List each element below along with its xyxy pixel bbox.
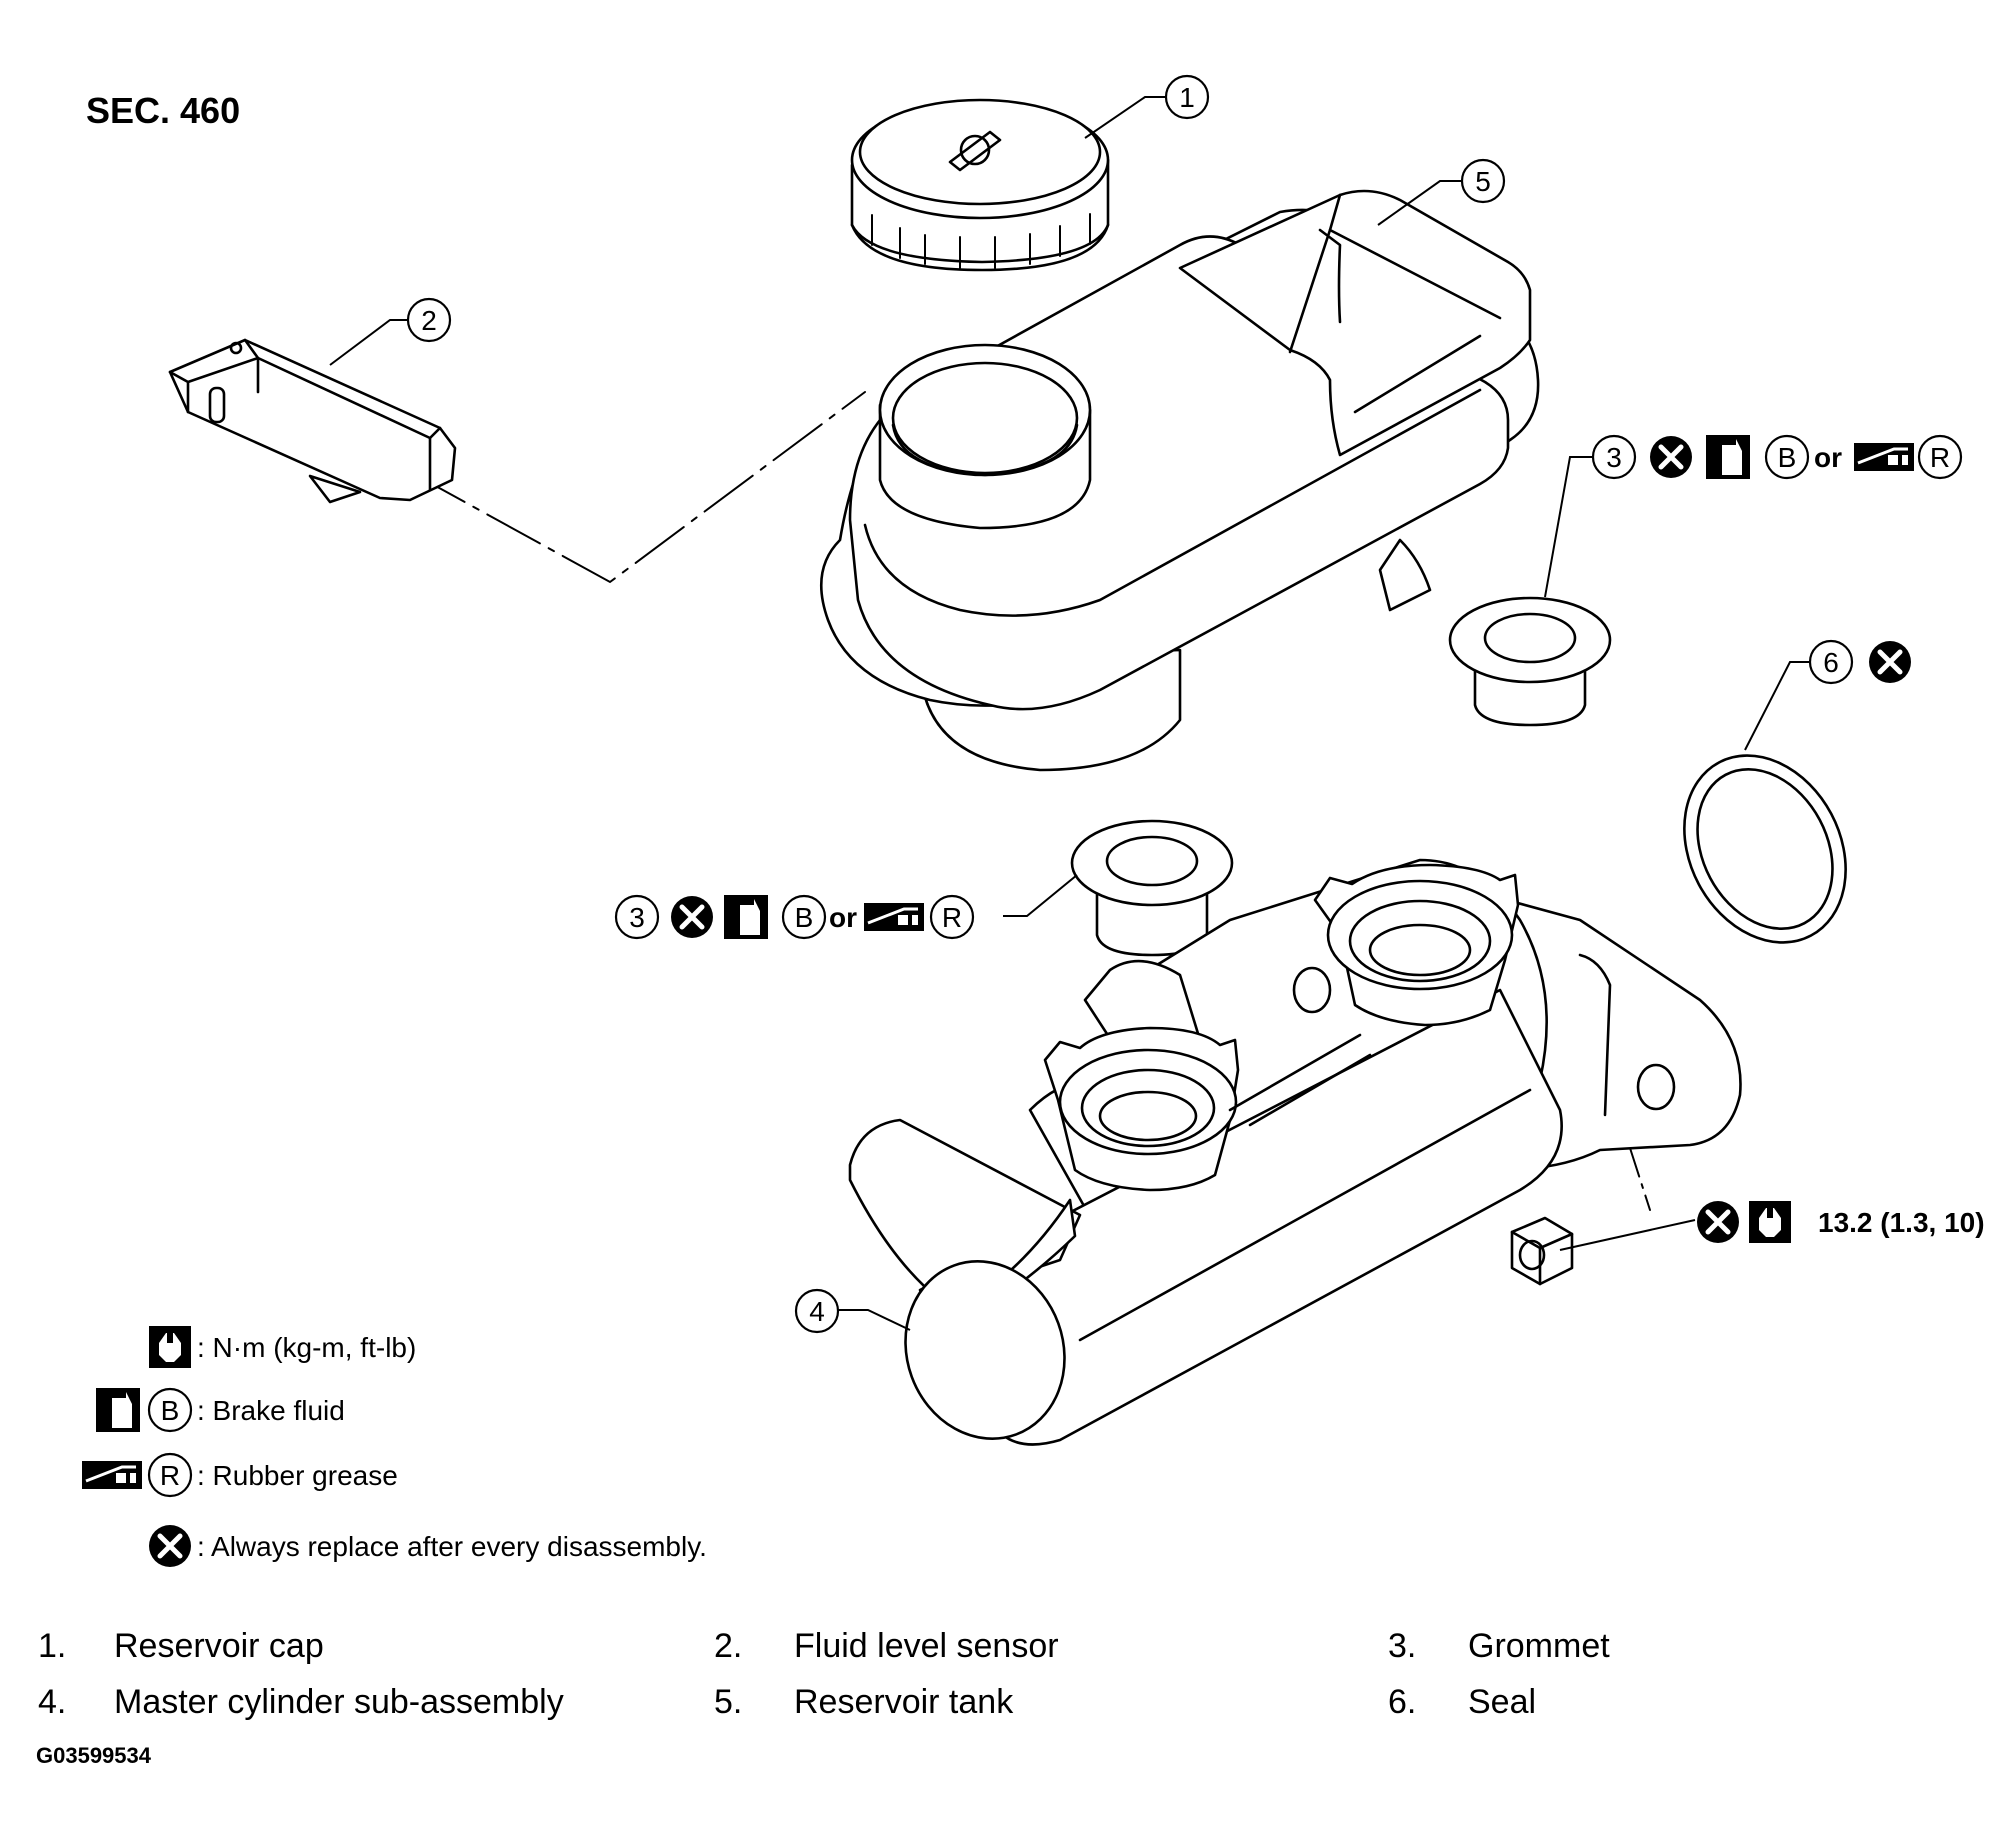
svg-text:1: 1 (1179, 82, 1195, 113)
parts-list-item: 6. Seal (1388, 1683, 1536, 1721)
legend-item-rubber-grease: R : Rubber grease (80, 1452, 398, 1498)
callout-1: 1 (1164, 74, 1210, 120)
svg-text:Grommet: Grommet (1468, 1627, 1610, 1665)
always-replace-icon (1650, 436, 1692, 478)
svg-text:1.: 1. (38, 1627, 66, 1665)
reservoir-cap-drawing (850, 98, 1110, 272)
svg-text:R: R (942, 902, 962, 933)
svg-text:Reservoir cap: Reservoir cap (114, 1627, 324, 1665)
svg-text:: Always replace after every d: : Always replace after every disassembly… (197, 1531, 707, 1562)
svg-text:5.: 5. (714, 1683, 742, 1721)
rubber-grease-icon (1852, 441, 1916, 473)
svg-text:6.: 6. (1388, 1683, 1416, 1721)
fluid-level-sensor-drawing (168, 338, 457, 504)
master-cylinder-drawing (848, 858, 1742, 1446)
torque-wrench-icon (149, 1326, 191, 1368)
section-label: SEC. 460 (86, 90, 240, 131)
svg-text:6: 6 (1823, 647, 1839, 678)
rubber-grease-icon (862, 901, 926, 933)
torque-wrench-icon (1749, 1201, 1791, 1243)
svg-text:or: or (829, 902, 857, 933)
svg-text:2: 2 (421, 305, 437, 336)
brake-fluid-icon (96, 1388, 140, 1432)
grommet-lower-drawing (1070, 819, 1234, 957)
callout-6: 6 (1808, 639, 1854, 685)
svg-text:3: 3 (1606, 442, 1622, 473)
svg-text:R: R (1930, 442, 1950, 473)
svg-text:B: B (161, 1395, 180, 1426)
svg-text:: Rubber grease: : Rubber grease (197, 1460, 398, 1491)
svg-text:B: B (1778, 442, 1797, 473)
torque-value: 13.2 (1.3, 10) (1818, 1207, 1985, 1238)
figure-code: G03599534 (36, 1743, 152, 1768)
torque-spec-callout: 13.2 (1.3, 10) (1697, 1201, 1985, 1243)
grommet-upper-drawing (1448, 596, 1612, 727)
svg-text:Master cylinder sub-assembly: Master cylinder sub-assembly (114, 1683, 564, 1721)
legend-item-torque: : N·m (kg-m, ft-lb) (149, 1326, 416, 1368)
svg-text:: N·m (kg-m, ft-lb): : N·m (kg-m, ft-lb) (197, 1332, 416, 1363)
svg-text:3.: 3. (1388, 1627, 1416, 1665)
callout-3-left-spec: 3 B or R (614, 895, 975, 939)
parts-list-item: 3. Grommet (1388, 1627, 1610, 1665)
parts-list-item: 4. Master cylinder sub-assembly (38, 1683, 564, 1721)
reservoir-tank-drawing (819, 189, 1540, 772)
callout-3-upper-spec: 3 B or R (1591, 435, 1963, 479)
callout-2: 2 (406, 297, 452, 343)
svg-text:3: 3 (629, 902, 645, 933)
svg-text:R: R (160, 1460, 180, 1491)
parts-list: 1. Reservoir cap 2. Fluid level sensor 3… (38, 1627, 1610, 1721)
always-replace-icon (149, 1525, 191, 1567)
always-replace-icon (1697, 1201, 1739, 1243)
parts-list-item: 2. Fluid level sensor (714, 1627, 1059, 1665)
legend-item-brake-fluid: B : Brake fluid (96, 1387, 345, 1433)
svg-text:: Brake fluid: : Brake fluid (197, 1395, 345, 1426)
always-replace-icon (671, 896, 713, 938)
mounting-nut-drawing (1510, 1216, 1574, 1286)
parts-list-item: 1. Reservoir cap (38, 1627, 324, 1665)
brake-fluid-icon (724, 895, 768, 939)
always-replace-icon (1869, 641, 1911, 683)
assembly-guide-lines (411, 391, 1651, 1211)
brake-fluid-icon (1706, 435, 1750, 479)
parts-list-item: 5. Reservoir tank (714, 1683, 1014, 1721)
svg-text:B: B (795, 902, 814, 933)
svg-text:Reservoir tank: Reservoir tank (794, 1683, 1014, 1721)
callout-leader-lines (329, 96, 1810, 1331)
rubber-grease-icon (80, 1459, 144, 1491)
callout-5: 5 (1460, 158, 1506, 204)
svg-text:5: 5 (1475, 166, 1491, 197)
svg-text:4.: 4. (38, 1683, 66, 1721)
svg-text:Fluid level sensor: Fluid level sensor (794, 1627, 1059, 1665)
symbol-legend: : N·m (kg-m, ft-lb) B : Brake fluid R : … (80, 1326, 707, 1567)
seal-drawing (1683, 754, 1847, 944)
svg-text:Seal: Seal (1468, 1683, 1536, 1721)
svg-text:2.: 2. (714, 1627, 742, 1665)
legend-item-always-replace: : Always replace after every disassembly… (149, 1525, 707, 1567)
svg-text:or: or (1814, 442, 1842, 473)
callout-4: 4 (794, 1288, 840, 1334)
svg-text:4: 4 (809, 1296, 825, 1327)
